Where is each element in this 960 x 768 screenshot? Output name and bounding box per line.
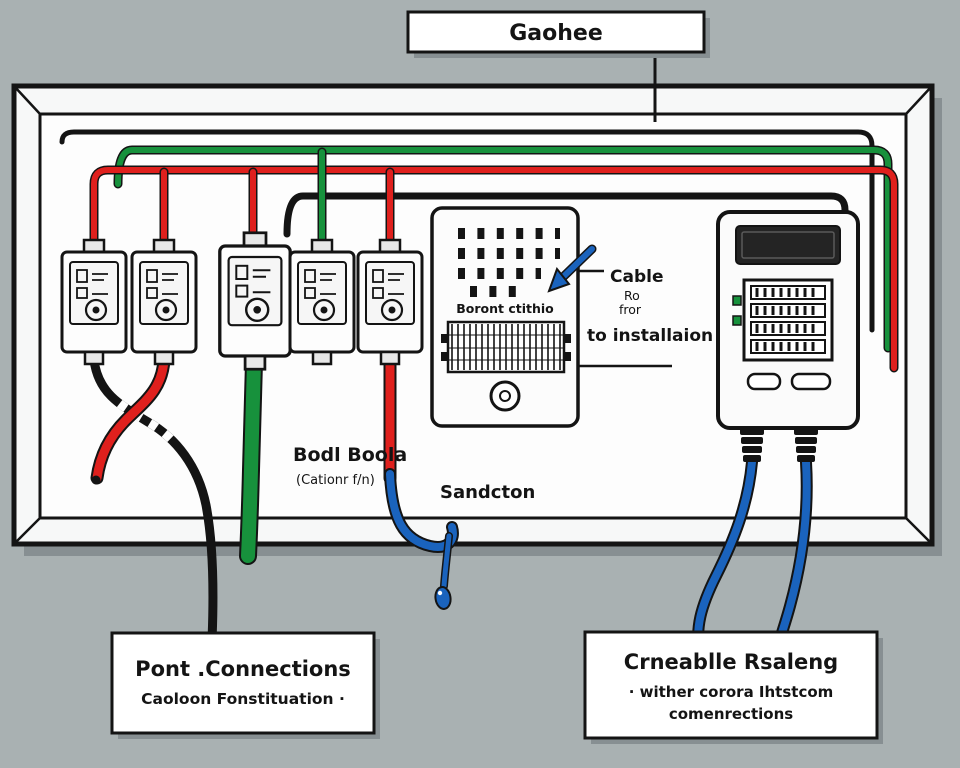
body-note-line1: Bodl Boola: [293, 444, 407, 466]
meter-terminal-stripes: [755, 288, 815, 351]
title-box: Gaohee: [406, 10, 710, 58]
cable-note-line3: fror: [619, 302, 642, 317]
blue-wire-droplet: [434, 586, 452, 610]
callout-br-line3: comenrections: [669, 705, 793, 723]
cable-note-line1: Cable: [610, 267, 663, 287]
breaker-5: [356, 238, 424, 366]
cable-note-line4: to installaion: [587, 326, 713, 346]
terminal-port-center: [499, 390, 511, 402]
breaker-3: [218, 231, 292, 371]
title-box-label: Gaohee: [509, 21, 603, 46]
droplet-highlight: [437, 590, 443, 596]
meter-connector-right: [794, 428, 818, 462]
terminal-device-label: Boront ctithio: [456, 301, 554, 316]
meter-connector-left: [740, 428, 764, 462]
meter-button-left: [746, 372, 782, 391]
meter-device: [716, 210, 860, 462]
callout-bl-line1: Pont .Connections: [135, 657, 351, 681]
callout-br-line2: · wither corora Ihtstcom: [629, 683, 834, 701]
meter-button-right: [790, 372, 832, 391]
blue-arrow-icon: [547, 266, 571, 293]
cable-note-line2: Ro: [624, 288, 640, 303]
breaker-4: [288, 238, 356, 366]
meter-display: [735, 225, 841, 265]
terminal-dot-matrix: [458, 228, 560, 297]
callout-bl-frame: [110, 631, 376, 735]
red-wire-tip: [91, 475, 101, 485]
title-box-frame: [406, 10, 706, 54]
breaker-2: [130, 238, 198, 366]
terminal-grid-columns: [451, 324, 561, 370]
breaker-1: [60, 238, 128, 366]
body-note-line2: (Cationr f/n): [296, 473, 375, 488]
callout-bl-line2: Caoloon Fonstituation ·: [141, 690, 345, 708]
callout-bottom-left: Pont .Connections Caoloon Fonstituation …: [110, 631, 380, 739]
terminal-grid-rows: [449, 334, 563, 361]
panel-bevel-lines: [13, 85, 933, 545]
terminal-device: Boront ctithio: [430, 206, 580, 428]
output-wires: [92, 360, 807, 652]
bottom-note: Sandcton: [440, 482, 535, 503]
blue-arrow-shaft: [559, 246, 595, 281]
green-output-wire: [248, 362, 254, 556]
terminal-side-lugs: [441, 334, 571, 361]
meter-display-inner: [741, 231, 835, 259]
callout-br-line1: Crneablle Rsaleng: [624, 650, 838, 674]
callout-bottom-right: Crneablle Rsaleng · wither corora Ihtstc…: [583, 630, 883, 744]
meter-green-ticks: [732, 295, 742, 326]
callout-br-frame: [583, 630, 879, 740]
cable-annotation: Cable Ro fror to installaion: [547, 244, 713, 368]
